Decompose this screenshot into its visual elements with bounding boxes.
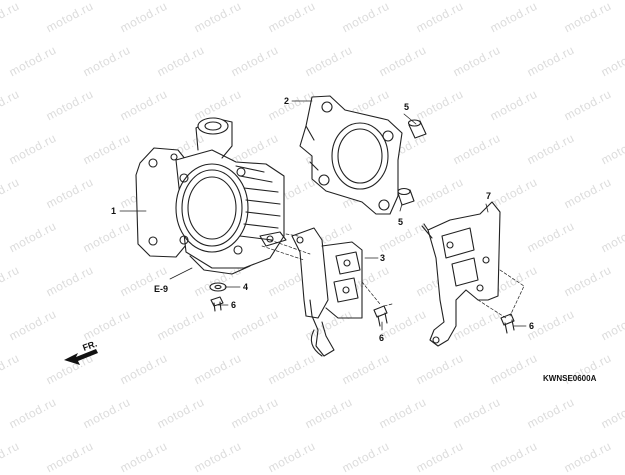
dowel-pin-upper <box>407 119 427 139</box>
callout-2: 2 <box>284 96 289 106</box>
dashed-guides <box>261 233 525 319</box>
callout-6-right: 6 <box>529 321 534 331</box>
callout-5-lower: 5 <box>398 217 403 227</box>
bolt-left <box>210 296 224 312</box>
washer <box>209 282 227 292</box>
direction-label: FR. <box>81 339 98 353</box>
leader-lines <box>119 100 527 331</box>
bolt-mid <box>373 305 388 327</box>
callout-1: 1 <box>111 206 116 216</box>
air-shroud-cover <box>291 227 363 357</box>
bolt-right <box>500 313 515 334</box>
callout-7: 7 <box>486 191 491 201</box>
callout-6-left: 6 <box>231 300 236 310</box>
callout-5-upper: 5 <box>404 102 409 112</box>
callout-3: 3 <box>380 253 385 263</box>
diagram-code: KWNSE0600A <box>543 374 597 383</box>
reference-label: E-9 <box>154 284 168 294</box>
mounting-bracket <box>421 201 501 347</box>
callout-4: 4 <box>243 282 248 292</box>
callout-6-mid: 6 <box>379 333 384 343</box>
dowel-pin-lower <box>397 187 415 206</box>
front-direction-arrow: FR. <box>64 339 98 365</box>
cylinder-block <box>135 117 287 275</box>
cylinder-gasket <box>299 95 403 215</box>
